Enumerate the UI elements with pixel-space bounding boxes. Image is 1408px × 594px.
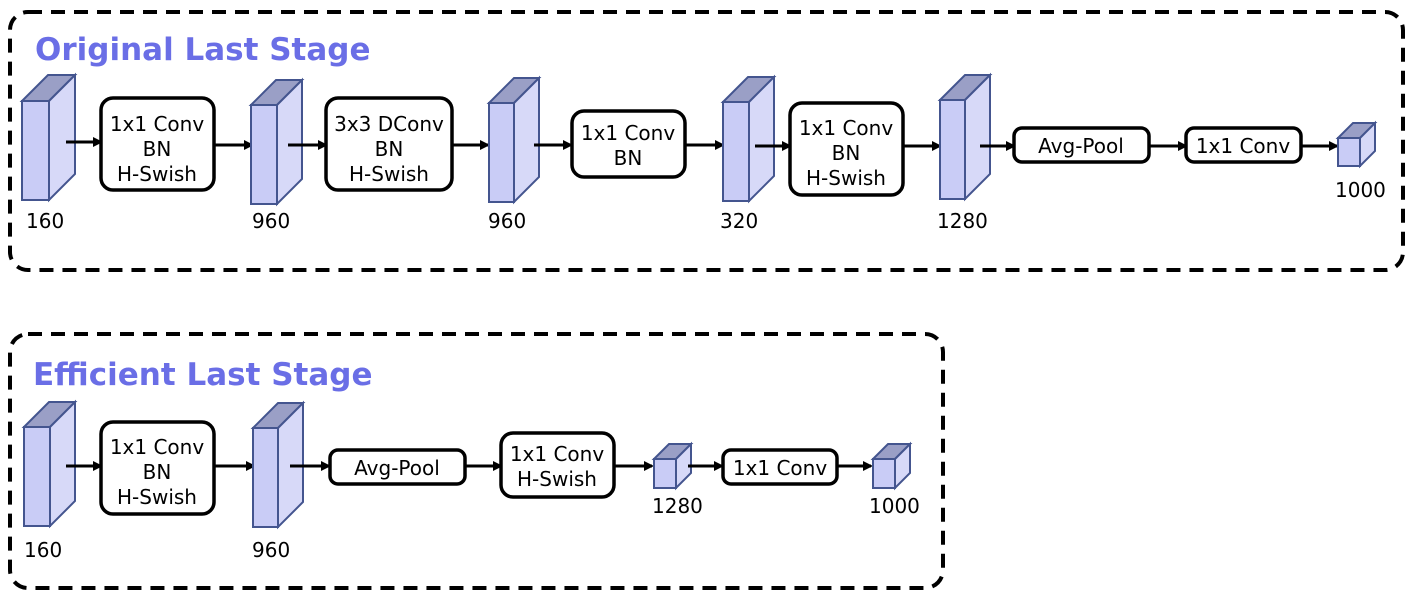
tensor-label: 960 [252, 538, 290, 562]
efficient-stage-title: Efficient Last Stage [33, 357, 372, 393]
original-stage: Original Last Stage 160 1x1 Conv BN H-Sw… [8, 10, 1405, 272]
tensor-label: 1280 [937, 209, 988, 233]
op-line: BN [143, 137, 172, 161]
original-stage-title: Original Last Stage [35, 32, 371, 68]
op-line: BN [143, 460, 172, 484]
tensor-block [1335, 120, 1378, 169]
tensor-block [248, 77, 305, 207]
op-line: H-Swish [117, 485, 197, 509]
tensor-label: 1000 [869, 494, 920, 518]
tensor-label: 160 [26, 209, 64, 233]
tensor-block [937, 72, 993, 202]
tensor-block [651, 441, 694, 491]
tensor-label: 960 [488, 209, 526, 233]
op-line: BN [375, 137, 404, 161]
tensor-block [19, 72, 78, 203]
op-line: 1x1 Conv [733, 456, 828, 480]
op-line: H-Swish [349, 162, 429, 186]
op-line: Avg-Pool [1038, 134, 1124, 158]
op-line: 1x1 Conv [110, 112, 205, 136]
op-line: H-Swish [517, 467, 597, 491]
op-line: BN [832, 141, 861, 165]
tensor-label: 960 [252, 209, 290, 233]
op-line: 1x1 Conv [110, 435, 205, 459]
op-line: 1x1 Conv [799, 116, 894, 140]
original-stage-frame [8, 10, 1405, 272]
op-line: BN [614, 146, 643, 170]
tensor-block [486, 75, 542, 205]
op-box-1x1-conv-bn-hswish [99, 420, 216, 516]
tensor-block [870, 441, 913, 491]
op-line: 1x1 Conv [1196, 134, 1291, 158]
tensor-label: 320 [720, 209, 758, 233]
tensor-block [720, 74, 777, 204]
tensor-label: 1280 [652, 494, 703, 518]
op-line: H-Swish [117, 162, 197, 186]
op-line: 1x1 Conv [510, 442, 605, 466]
tensor-label: 160 [24, 538, 62, 562]
op-line: H-Swish [806, 166, 886, 190]
tensor-label: 1000 [1335, 178, 1386, 202]
op-box-1x1-conv-bn-hswish [788, 101, 905, 197]
efficient-stage: Efficient Last Stage 160 1x1 Conv BN H-S… [8, 332, 945, 590]
op-line: 3x3 DConv [334, 112, 444, 136]
efficient-stage-frame [8, 332, 945, 590]
op-line: Avg-Pool [354, 456, 440, 480]
tensor-block [21, 399, 78, 529]
op-line: 1x1 Conv [581, 121, 676, 145]
